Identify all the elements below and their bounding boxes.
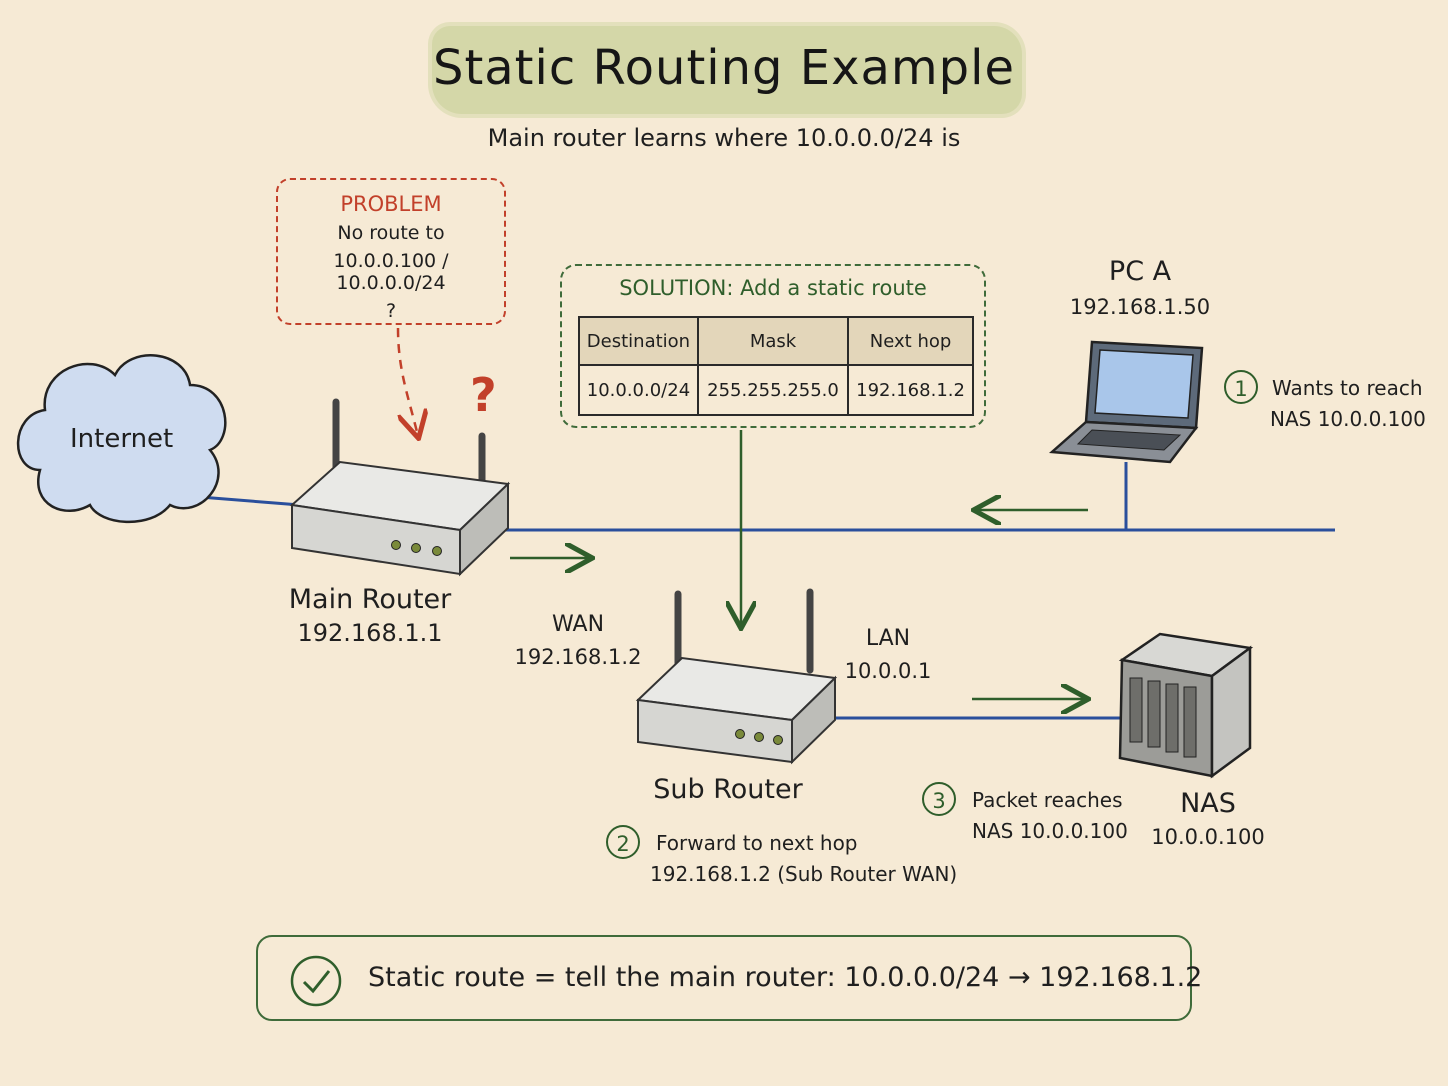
pc-a-ip: 192.168.1.50 bbox=[1069, 295, 1211, 319]
sub-router-lan-label: LAN 10.0.0.1 bbox=[838, 626, 938, 683]
step-1-note: Wants to reach NAS 10.0.0.100 bbox=[1270, 373, 1426, 435]
nas-name: NAS bbox=[1180, 788, 1236, 819]
problem-pointer-arrow bbox=[396, 327, 418, 436]
step-3-note: Packet reaches NAS 10.0.0.100 bbox=[972, 785, 1128, 847]
step-2-note: Forward to next hop 192.168.1.2 (Sub Rou… bbox=[650, 828, 957, 890]
main-router-name: Main Router bbox=[288, 584, 452, 615]
nas-ip: 10.0.0.100 bbox=[1151, 825, 1265, 849]
step-1-line1: Wants to reach bbox=[1272, 376, 1423, 400]
step-3-line2: NAS 10.0.0.100 bbox=[972, 819, 1128, 843]
title-highlight bbox=[432, 26, 1022, 114]
route-mask: 255.255.255.0 bbox=[696, 364, 850, 416]
table-row: 10.0.0.0/24 255.255.255.0 192.168.1.2 bbox=[578, 364, 974, 416]
summary-box: Static route = tell the main router: 10.… bbox=[256, 935, 1202, 1021]
problem-heading: PROBLEM bbox=[340, 192, 442, 216]
sub-router-name: Sub Router bbox=[653, 774, 803, 805]
route-next-hop: 192.168.1.2 bbox=[847, 364, 974, 416]
solution-callout: SOLUTION: Add a static route Destination… bbox=[560, 264, 986, 428]
step-3-badge: 3 bbox=[922, 782, 956, 816]
nas-label: NAS 10.0.0.100 bbox=[1140, 788, 1276, 849]
summary-text: Static route = tell the main router: 10.… bbox=[368, 962, 1203, 993]
main-router-ip: 192.168.1.1 bbox=[297, 619, 443, 647]
page-title: Static Routing Example bbox=[432, 40, 1016, 96]
link-internet-main bbox=[199, 495, 301, 507]
main-router-icon bbox=[289, 398, 511, 577]
flow-arrows bbox=[396, 327, 1088, 699]
step-2-line1: Forward to next hop bbox=[656, 831, 858, 855]
question-mark-icon: ? bbox=[470, 368, 497, 422]
problem-callout: PROBLEM No route to 10.0.0.100 / 10.0.0.… bbox=[276, 178, 506, 325]
wan-label: WAN bbox=[551, 612, 605, 637]
network-lines bbox=[199, 462, 1335, 720]
step-2-badge: 2 bbox=[606, 825, 640, 859]
internet-cloud-icon bbox=[16, 354, 227, 524]
wan-ip: 192.168.1.2 bbox=[514, 645, 642, 669]
route-table: Destination Mask Next hop 10.0.0.0/24 25… bbox=[578, 316, 974, 416]
lan-label: LAN bbox=[865, 626, 911, 651]
step-1-badge: 1 bbox=[1224, 370, 1258, 404]
pc-a-name: PC A bbox=[1108, 256, 1172, 287]
internet-label: Internet bbox=[70, 424, 174, 454]
problem-line2: 10.0.0.100 / 10.0.0.0/24 bbox=[333, 250, 449, 294]
pc-a-label: PC A 192.168.1.50 bbox=[1050, 256, 1230, 319]
solution-heading: SOLUTION: Add a static route bbox=[619, 276, 927, 300]
problem-line3: ? bbox=[385, 300, 397, 322]
step-1-line2: NAS 10.0.0.100 bbox=[1270, 407, 1426, 431]
laptop-icon bbox=[1048, 340, 1204, 464]
step-2-line2: 192.168.1.2 (Sub Router WAN) bbox=[650, 862, 958, 886]
route-col-next-hop: Next hop bbox=[847, 316, 974, 366]
problem-line1: No route to bbox=[337, 222, 445, 244]
main-router-label: Main Router 192.168.1.1 bbox=[270, 584, 470, 647]
checkmark-icon bbox=[290, 955, 342, 1007]
route-destination: 10.0.0.0/24 bbox=[578, 364, 699, 416]
sub-router-wan-label: WAN 192.168.1.2 bbox=[508, 612, 648, 669]
page-subtitle: Main router learns where 10.0.0.0/24 is bbox=[487, 124, 961, 152]
nas-icon bbox=[1118, 632, 1254, 779]
route-col-mask: Mask bbox=[696, 316, 850, 366]
lan-ip: 10.0.0.1 bbox=[844, 659, 932, 683]
route-col-destination: Destination bbox=[578, 316, 699, 366]
sub-router-icon bbox=[635, 588, 838, 765]
step-3-line1: Packet reaches bbox=[972, 788, 1123, 812]
